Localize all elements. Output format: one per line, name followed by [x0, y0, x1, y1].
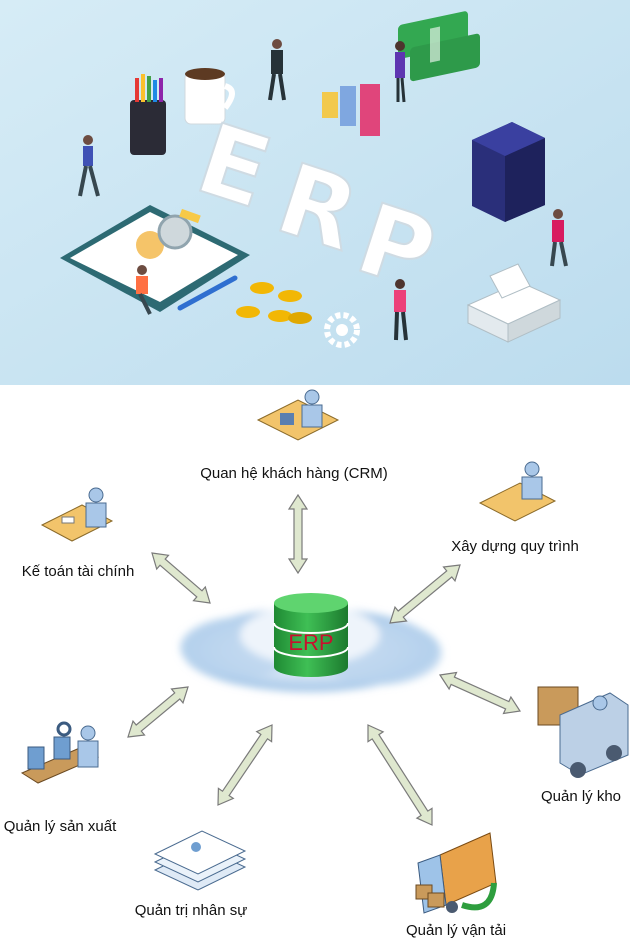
label-transport: Quản lý vận tải: [406, 922, 506, 939]
finance-desk-figure-icon: [40, 487, 114, 542]
server-rack-icon: [472, 122, 545, 222]
hr-documents-icon: [153, 830, 247, 891]
arrow-warehouse: [438, 671, 522, 715]
person-figure-center: [394, 279, 408, 341]
arrow-hr: [217, 724, 273, 806]
label-warehouse: Quản lý kho: [541, 788, 621, 805]
gear-icon: [324, 312, 360, 348]
erp-hero-illustration: E R P: [0, 0, 630, 385]
arrow-production: [127, 686, 189, 738]
money-stack-icon: [398, 11, 480, 82]
label-finance: Kế toán tài chính: [22, 563, 135, 580]
label-process: Xây dựng quy trình: [451, 538, 579, 555]
person-figure-sitting: [136, 265, 152, 315]
label-hr: Quản trị nhân sự: [135, 902, 248, 919]
arrow-process: [389, 564, 461, 624]
crm-desk-figure-icon: [256, 389, 340, 441]
printer-icon: [466, 263, 562, 343]
person-figure-right: [550, 209, 568, 267]
arrow-crm: [287, 493, 309, 575]
connector-arrows: [127, 493, 522, 826]
transport-truck-icon: [415, 832, 497, 914]
warehouse-forklift-icon: [537, 686, 629, 778]
person-figure-walking-left: [78, 135, 100, 197]
label-crm: Quan hệ khách hàng (CRM): [200, 465, 388, 482]
process-desk-figure-icon: [478, 461, 557, 522]
bar-chart-icon: [322, 84, 380, 136]
label-production: Quản lý sản xuất: [4, 818, 117, 835]
clipboard-report-icon: [60, 205, 250, 312]
gold-coins-icon: [236, 282, 312, 324]
arrow-finance: [151, 552, 211, 604]
person-figure-woman-top: [395, 41, 406, 103]
erp-module-diagram: ERP: [4, 389, 629, 939]
pencil-icon: [177, 275, 238, 311]
person-figure-suit: [268, 39, 286, 101]
erp-center-label: ERP: [288, 630, 333, 655]
arrow-transport: [367, 724, 433, 826]
coffee-mug-icon: [184, 68, 235, 125]
production-line-figure-icon: [20, 721, 100, 784]
erp-database-icon: ERP: [273, 593, 349, 677]
pencil-cup-icon: [130, 74, 166, 155]
